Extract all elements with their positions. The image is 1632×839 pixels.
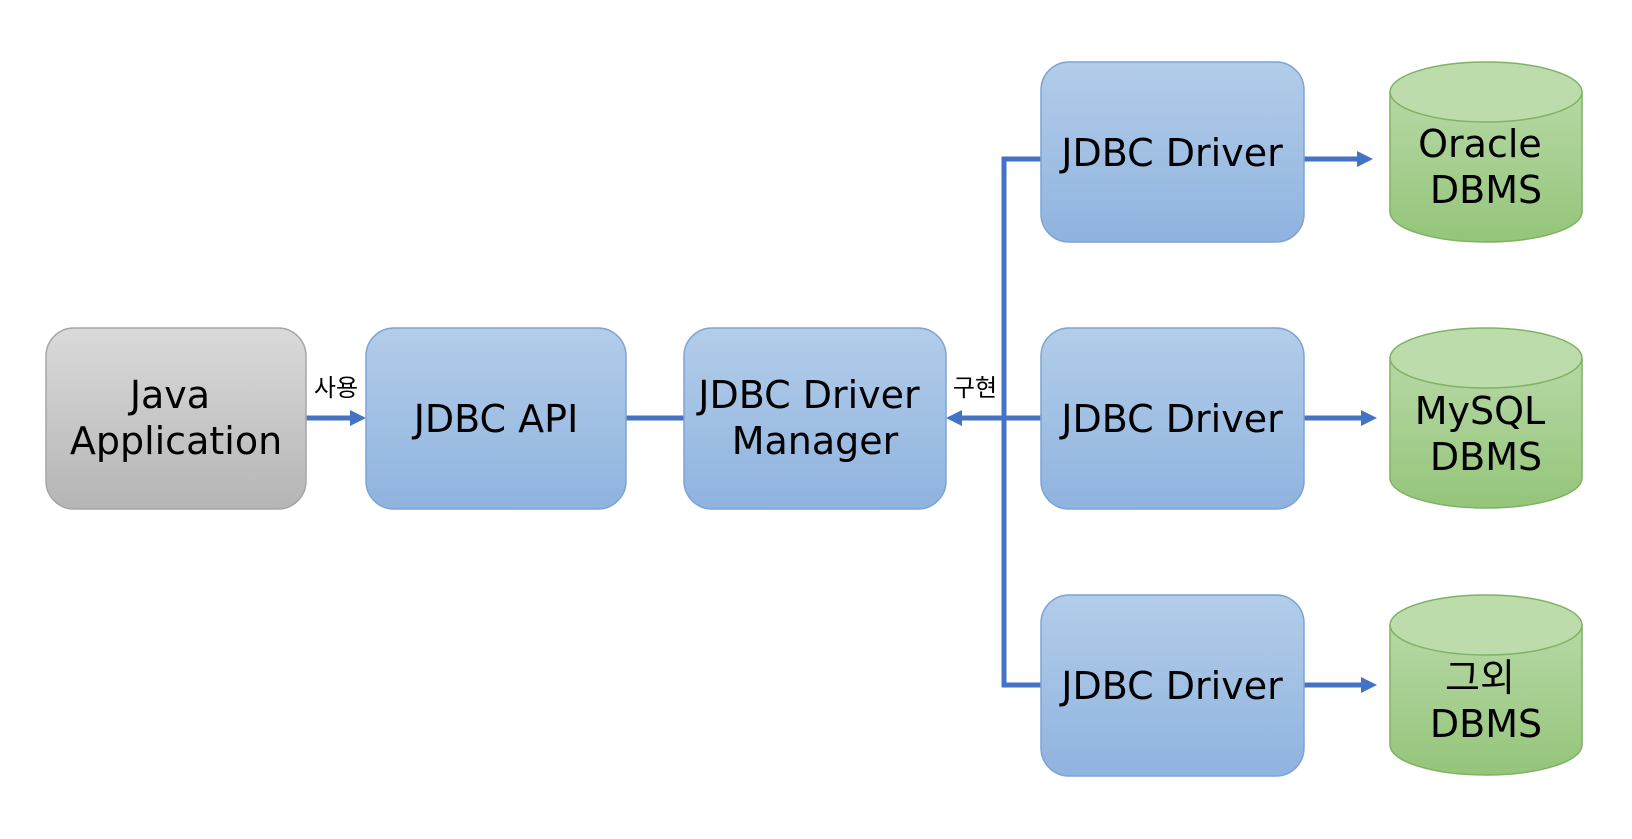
uses-label: 사용 xyxy=(314,374,358,402)
driver-manager-label-line1: JDBC Driver xyxy=(696,373,920,417)
uses-arrowhead xyxy=(350,410,366,426)
connectors xyxy=(306,151,1377,693)
implements-arrowhead xyxy=(946,410,962,426)
jdbc-driver-label-2: JDBC Driver xyxy=(1059,397,1283,441)
implements-bus xyxy=(1001,156,1041,688)
driver-manager-box: JDBC Driver Manager xyxy=(683,327,947,510)
jdbc-driver-label-3: JDBC Driver xyxy=(1059,664,1283,708)
other-dbms-cylinder: 그외 DBMS xyxy=(1389,594,1583,776)
oracle-dbms-label-line2: DBMS xyxy=(1430,168,1542,212)
other-dbms-label-line2: DBMS xyxy=(1430,702,1542,746)
other-dbms-label-line1: 그외 xyxy=(1445,656,1515,700)
java-application-label-line1: Java xyxy=(128,373,210,417)
jdbc-api-box: JDBC API xyxy=(365,327,627,510)
driver3-db-arrowhead xyxy=(1361,677,1377,693)
driver2-db-arrowhead xyxy=(1361,410,1377,426)
svg-text:JDBC Driver Manager: JDBC Driver Manager xyxy=(696,373,932,463)
svg-text:Java Application: Java Application xyxy=(70,373,282,463)
svg-text:그외 DBMS: 그외 DBMS xyxy=(1430,656,1542,746)
mysql-dbms-label-line1: MySQL xyxy=(1415,389,1545,433)
mysql-dbms-cylinder: MySQL DBMS xyxy=(1389,327,1583,509)
implements-label: 구현 xyxy=(953,374,997,402)
jdbc-driver-box-3: JDBC Driver xyxy=(1040,594,1305,777)
jdbc-driver-label-1: JDBC Driver xyxy=(1059,131,1283,175)
driver1-db-arrowhead xyxy=(1357,151,1373,167)
java-application-box: Java Application xyxy=(45,327,307,510)
jdbc-driver-box-1: JDBC Driver xyxy=(1040,61,1305,243)
jdbc-api-label: JDBC API xyxy=(412,397,579,441)
oracle-dbms-label-line1: Oracle xyxy=(1418,122,1542,166)
oracle-dbms-cylinder: Oracle DBMS xyxy=(1389,61,1583,243)
driver-manager-label-line2: Manager xyxy=(732,419,899,463)
svg-text:Oracle DBMS: Oracle DBMS xyxy=(1418,122,1554,212)
svg-text:MySQL DBMS: MySQL DBMS xyxy=(1415,389,1558,479)
java-application-label-line2: Application xyxy=(70,419,282,463)
mysql-dbms-label-line2: DBMS xyxy=(1430,435,1542,479)
jdbc-driver-box-2: JDBC Driver xyxy=(1040,327,1305,510)
